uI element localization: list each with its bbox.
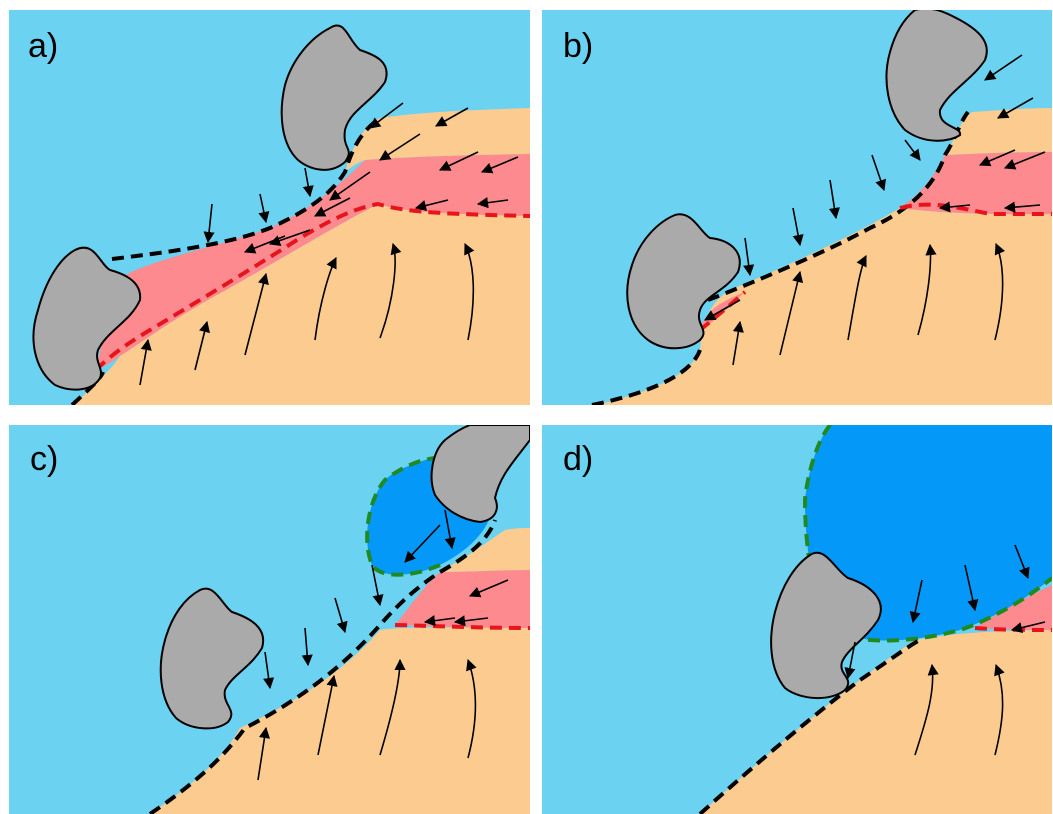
panel-label: b) bbox=[563, 27, 593, 65]
panel-a: a) bbox=[9, 10, 530, 405]
panel-label: a) bbox=[28, 27, 58, 65]
panel-b: b) bbox=[542, 9, 1052, 405]
panel-d: d) bbox=[542, 425, 1052, 814]
panel-label: c) bbox=[30, 440, 58, 478]
panel-label: d) bbox=[563, 440, 593, 478]
panel-c: c) bbox=[9, 425, 530, 814]
